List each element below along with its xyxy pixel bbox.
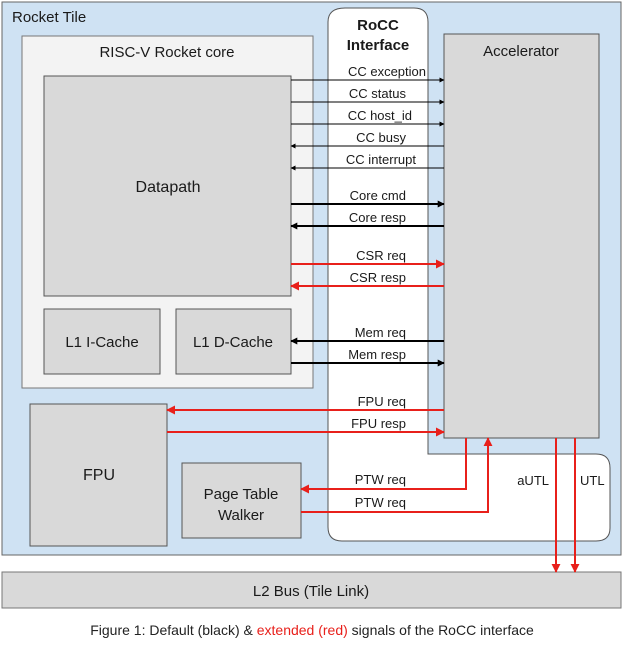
- figure-caption: Figure 1: Default (black) & extended (re…: [0, 622, 624, 638]
- core-cmd-label: Core cmd: [350, 188, 406, 203]
- caption-prefix: Figure 1: Default (black) &: [90, 622, 257, 638]
- caption-highlight: extended (red): [256, 622, 348, 638]
- ptw-req-label-1: PTW req: [355, 472, 406, 487]
- rocc-interface: [327, 7, 611, 542]
- core-label: RISC-V Rocket core: [99, 44, 234, 61]
- fpu-block: [29, 403, 168, 547]
- bus-label: L2 Bus (Tile Link): [253, 583, 369, 600]
- ptw-block: [181, 462, 302, 539]
- datapath-block: [43, 75, 292, 297]
- cc-interrupt-label: CC interrupt: [346, 152, 416, 167]
- dcache-label: L1 D-Cache: [193, 334, 273, 351]
- rocc-title-line2: Interface: [347, 37, 410, 54]
- fpu-label: FPU: [83, 467, 115, 484]
- cc-exception-label: CC exception: [348, 64, 426, 79]
- autl-label: aUTL: [517, 473, 549, 488]
- utl-label: UTL: [580, 473, 605, 488]
- cc-status-label: CC status: [349, 86, 407, 101]
- accelerator-label: Accelerator: [483, 43, 559, 60]
- cc-host-id-label: CC host_id: [348, 108, 412, 123]
- ptw-label-line2: Walker: [218, 507, 264, 524]
- datapath-label: Datapath: [136, 179, 201, 196]
- core-resp-label: Core resp: [349, 210, 406, 225]
- ptw-req-arrow-1: [300, 438, 467, 494]
- cc-busy-label: CC busy: [356, 130, 406, 145]
- ptw-req-arrow-2: [301, 437, 493, 513]
- csr-resp-label: CSR resp: [350, 270, 406, 285]
- icache-label: L1 I-Cache: [65, 334, 138, 351]
- ptw-req-label-2: PTW req: [355, 495, 406, 510]
- mem-req-label: Mem req: [355, 325, 406, 340]
- l1-dcache-block: [175, 308, 292, 375]
- accelerator-block: [443, 33, 600, 439]
- l2-bus: [1, 571, 622, 609]
- ptw-label-line1: Page Table: [204, 486, 279, 503]
- tile-label: Rocket Tile: [12, 9, 86, 26]
- mem-resp-label: Mem resp: [348, 347, 406, 362]
- csr-req-label: CSR req: [356, 248, 406, 263]
- fpu-req-label: FPU req: [358, 394, 406, 409]
- fpu-resp-label: FPU resp: [351, 416, 406, 431]
- l1-icache-block: [43, 308, 161, 375]
- caption-suffix: signals of the RoCC interface: [347, 622, 534, 638]
- rocc-title-line1: RoCC: [357, 17, 399, 34]
